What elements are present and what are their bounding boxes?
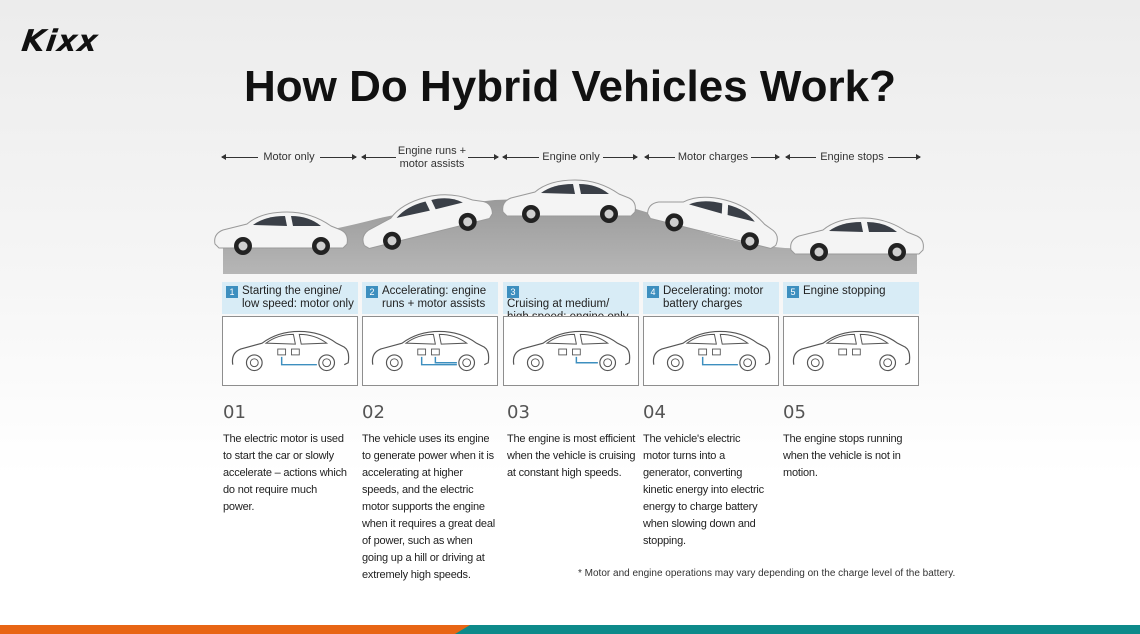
- step-header-label: Starting the engine/ low speed: motor on…: [242, 285, 354, 310]
- bottom-bar-teal: [455, 625, 1140, 634]
- step-header-3: 3Cruising at medium/ high speed: engine …: [503, 282, 639, 323]
- step-index-1: 01: [223, 402, 246, 423]
- step-diagram-5: [783, 316, 919, 386]
- mode-label-engine-motor: Engine runs + motor assists: [397, 145, 467, 170]
- arrow-left-icon: [502, 154, 539, 160]
- mode-label-motor-only: Motor only: [263, 151, 315, 163]
- step-header-label: Engine stopping: [803, 285, 886, 297]
- step-index-3: 03: [507, 402, 530, 423]
- page-title: How Do Hybrid Vehicles Work?: [244, 62, 896, 111]
- arrow-left-icon: [361, 154, 396, 160]
- step-header-5: 5 Engine stopping: [783, 282, 919, 314]
- step-description-2: The vehicle uses its engine to generate …: [362, 433, 496, 581]
- step-diagram-1: [222, 316, 358, 386]
- step-index-2: 02: [362, 402, 385, 423]
- step-diagram-3: [503, 316, 639, 386]
- mode-label-motor-charges: Motor charges: [677, 151, 749, 163]
- arrow-left-icon: [221, 154, 258, 160]
- step-header-2: 2 Accelerating: engine runs + motor assis…: [362, 282, 498, 314]
- step-description-1: The electric motor is used to start the …: [223, 433, 347, 513]
- arrow-right-icon: [468, 154, 499, 160]
- step-index-5: 05: [783, 402, 806, 423]
- car-outline-icon: [231, 330, 350, 372]
- kixx-logo: Kixx: [19, 24, 101, 59]
- mode-label-engine-only: Engine only: [542, 151, 600, 163]
- arrow-right-icon: [888, 154, 921, 160]
- step-description-3: The engine is most efficient when the ve…: [507, 433, 636, 479]
- step-number-badge: 2: [366, 286, 378, 298]
- footnote: * Motor and engine operations may vary d…: [578, 568, 956, 579]
- car-outline-icon: [792, 330, 911, 372]
- step-number-badge: 1: [226, 286, 238, 298]
- step-index-4: 04: [643, 402, 666, 423]
- mode-label-engine-stops: Engine stops: [820, 151, 884, 163]
- step-header-label: Accelerating: engine runs + motor assist…: [382, 285, 487, 310]
- car-outline-icon: [512, 330, 631, 372]
- arrow-right-icon: [603, 154, 638, 160]
- arrow-left-icon: [785, 154, 816, 160]
- arrow-right-icon: [320, 154, 357, 160]
- step-header-label: Decelerating: motor battery charges: [663, 285, 764, 310]
- step-number-badge: 4: [647, 286, 659, 298]
- step-diagram-2: [362, 316, 498, 386]
- road-illustration: [214, 179, 924, 274]
- step-description-5: The engine stops running when the vehicl…: [783, 433, 903, 479]
- step-diagram-4: [643, 316, 779, 386]
- arrow-right-icon: [751, 154, 780, 160]
- step-number-badge: 3: [507, 286, 519, 298]
- step-header-1: 1 Starting the engine/ low speed: motor o…: [222, 282, 358, 314]
- bottom-bar-orange: [0, 625, 470, 634]
- car-outline-icon: [652, 330, 771, 372]
- step-header-4: 4 Decelerating: motor battery charges: [643, 282, 779, 314]
- step-description-4: The vehicle's electric motor turns into …: [643, 433, 764, 547]
- step-number-badge: 5: [787, 286, 799, 298]
- car-outline-icon: [371, 330, 490, 372]
- arrow-left-icon: [644, 154, 675, 160]
